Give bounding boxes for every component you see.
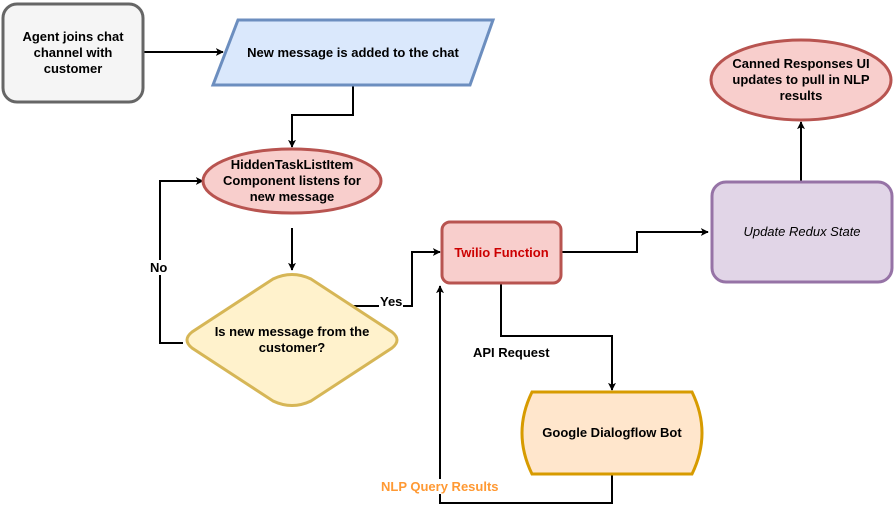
node-decision-shape [185, 273, 399, 407]
node-dialogflow-shape [520, 390, 704, 476]
node-agent-joins-shape [1, 2, 145, 104]
node-twilio-function-label: Twilio Function [454, 244, 549, 260]
node-agent-joins-label: Agent joins chat channel with customer [22, 29, 124, 76]
edge-twilio-to-redux [561, 228, 709, 253]
node-update-redux-label: Update Redux State [743, 224, 861, 239]
node-canned-responses-shape [709, 38, 893, 122]
node-decision-label: Is new message from the customer? [214, 324, 370, 355]
node-canned-responses-label: Canned Responses UI updates to pull in N… [732, 56, 870, 103]
edge-twilio-to-dialogflow [500, 283, 616, 391]
edge-label-yes: Yes [379, 294, 404, 309]
node-new-message-shape [210, 18, 496, 87]
node-update-redux-shape [710, 180, 894, 284]
edge-label-nlp-results: NLP Query Results [380, 479, 500, 494]
node-hidden-task-label: HiddenTaskListItem Component listens for… [223, 157, 361, 204]
node-twilio-function-shape [440, 220, 563, 285]
edge-label-no: No [149, 260, 169, 275]
edge-label-api-request: API Request [472, 345, 551, 360]
edge-dialogflow-to-twilio [436, 285, 613, 504]
node-dialogflow-label: Google Dialogflow Bot [542, 425, 682, 440]
edge-new-message-to-hidden-task [288, 85, 354, 148]
node-new-message-label: New message is added to the chat [247, 44, 459, 60]
node-hidden-task-shape [201, 147, 383, 215]
